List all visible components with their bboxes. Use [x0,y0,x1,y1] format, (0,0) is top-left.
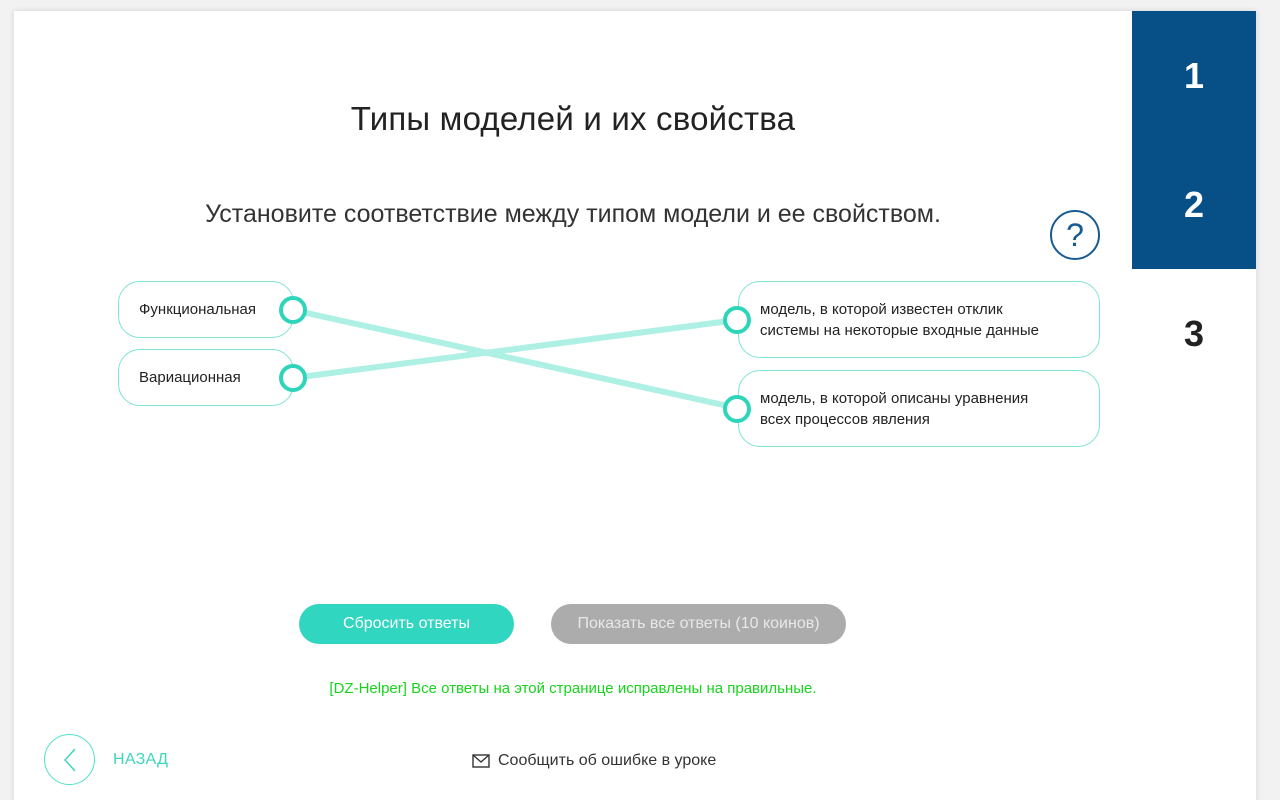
report-error-link[interactable]: Сообщить об ошибке в уроке [472,752,716,770]
left-option-variational[interactable]: Вариационная [118,349,294,406]
right-option-line: модель, в которой известен отклик [760,300,1003,318]
step-3-tab[interactable]: 3 [1132,269,1256,398]
right-option-line: системы на некоторые входные данные [760,321,1039,339]
right-connector-1[interactable] [723,306,751,334]
helper-status-message: [DZ-Helper] Все ответы на этой странице … [329,680,817,697]
back-circle [44,734,95,785]
back-button[interactable]: НАЗАД [44,734,168,785]
right-option-line: модель, в которой описаны уравнения [760,389,1029,407]
right-option-equations[interactable]: модель, в которой описаны уравнения всех… [738,370,1100,447]
left-option-label: Вариационная [139,369,241,386]
right-connector-2[interactable] [723,395,751,423]
reset-answers-button[interactable]: Сбросить ответы [299,604,514,644]
step-navigation: 1 2 3 [1132,11,1256,398]
back-label: НАЗАД [113,750,169,768]
report-error-label: Сообщить об ошибке в уроке [498,752,717,769]
question-circle-icon: ? [1066,216,1084,253]
page-title: Типы моделей и их свойства [350,100,796,137]
left-option-functional[interactable]: Функциональная [118,281,294,338]
left-connector-2[interactable] [279,364,307,392]
help-button[interactable]: ? [1050,210,1100,260]
chevron-left-icon [63,747,76,772]
left-connector-1[interactable] [279,296,307,324]
envelope-icon [472,754,490,768]
left-option-label: Функциональная [139,301,257,318]
step-1-tab[interactable]: 1 [1132,11,1256,140]
right-option-response[interactable]: модель, в которой известен отклик систем… [738,281,1100,358]
right-option-line: всех процессов явления [760,410,930,428]
task-instruction: Установите соответствие между типом моде… [205,200,941,228]
step-2-tab[interactable]: 2 [1132,140,1256,269]
show-all-answers-button[interactable]: Показать все ответы (10 коинов) [551,604,846,644]
